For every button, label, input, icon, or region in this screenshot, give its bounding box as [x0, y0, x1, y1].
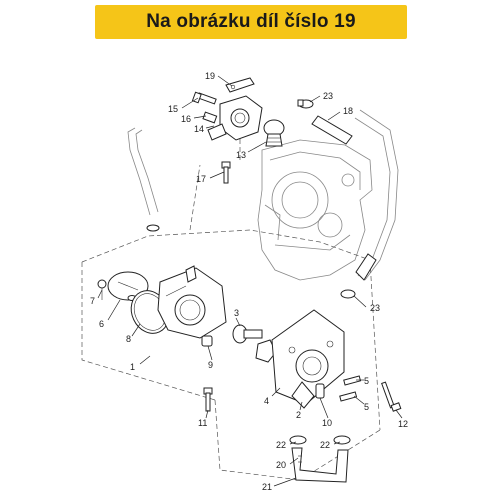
engine-block-outline: [257, 139, 373, 281]
part-15-bolt: [191, 91, 217, 105]
hose-loop-left: [127, 127, 159, 216]
callout-3: 3: [234, 308, 239, 318]
part-22-clamps: [289, 435, 351, 445]
callout-21: 21: [262, 482, 272, 492]
part-9-seal: [201, 335, 213, 347]
part-hose-right-short: [340, 253, 377, 299]
callout-22-left: 22: [276, 440, 286, 450]
part-23-clamp-top: [297, 99, 314, 109]
callout-15: 15: [168, 104, 178, 114]
callout-19: 19: [205, 71, 215, 81]
part-11-bolt: [203, 387, 213, 412]
part-7-screw: [97, 279, 107, 300]
part-10-fitting: [315, 383, 325, 399]
part-17-bolt: [221, 161, 231, 184]
hose-loop-right: [354, 109, 399, 281]
callout-22-right: 22: [320, 440, 330, 450]
callout-5-upper: 5: [364, 376, 369, 386]
callout-13: 13: [236, 150, 246, 160]
part-14-thermostat-housing: [207, 95, 263, 141]
callout-12: 12: [398, 419, 408, 429]
callout-14: 14: [194, 124, 204, 134]
part-6-plate: [107, 271, 149, 301]
part-number-banner: Na obrázku díl číslo 19: [95, 5, 407, 39]
callout-7: 7: [90, 296, 95, 306]
part-12-long-bolt: [381, 381, 402, 412]
callout-9: 9: [208, 360, 213, 370]
part-4-pump-cover: [271, 309, 345, 409]
part-13-thermostat: [263, 119, 285, 147]
callout-20: 20: [276, 460, 286, 470]
callout-1: 1: [130, 362, 135, 372]
banner-title: Na obrázku díl číslo 19: [146, 11, 356, 32]
callout-17: 17: [196, 174, 206, 184]
part-16-fitting: [202, 111, 218, 124]
callout-23-middle: 23: [370, 303, 380, 313]
callout-2: 2: [296, 410, 301, 420]
part-18-hose: [311, 115, 353, 145]
part-1-pump-housing: [157, 265, 227, 339]
callout-leader-lines: [97, 75, 403, 487]
hose-clip-left: [146, 224, 160, 232]
part-5-bolts: [339, 375, 362, 402]
part-20-21-hose: [291, 447, 349, 483]
callout-11: 11: [198, 418, 207, 428]
part-19-bracket: [225, 77, 255, 93]
callout-6: 6: [99, 319, 104, 329]
callout-labels: 19 23 15 18 16 14 13 17 23 7 6 3 8 9 1 4…: [90, 71, 408, 492]
callout-8: 8: [126, 334, 131, 344]
assembly-guide-lines: [81, 132, 381, 481]
callout-23-top: 23: [323, 91, 333, 101]
callout-5-lower: 5: [364, 402, 369, 412]
callout-4: 4: [264, 396, 269, 406]
callout-10: 10: [322, 418, 332, 428]
callout-16: 16: [181, 114, 191, 124]
part-3-impeller: [232, 324, 277, 363]
callout-18: 18: [343, 106, 353, 116]
